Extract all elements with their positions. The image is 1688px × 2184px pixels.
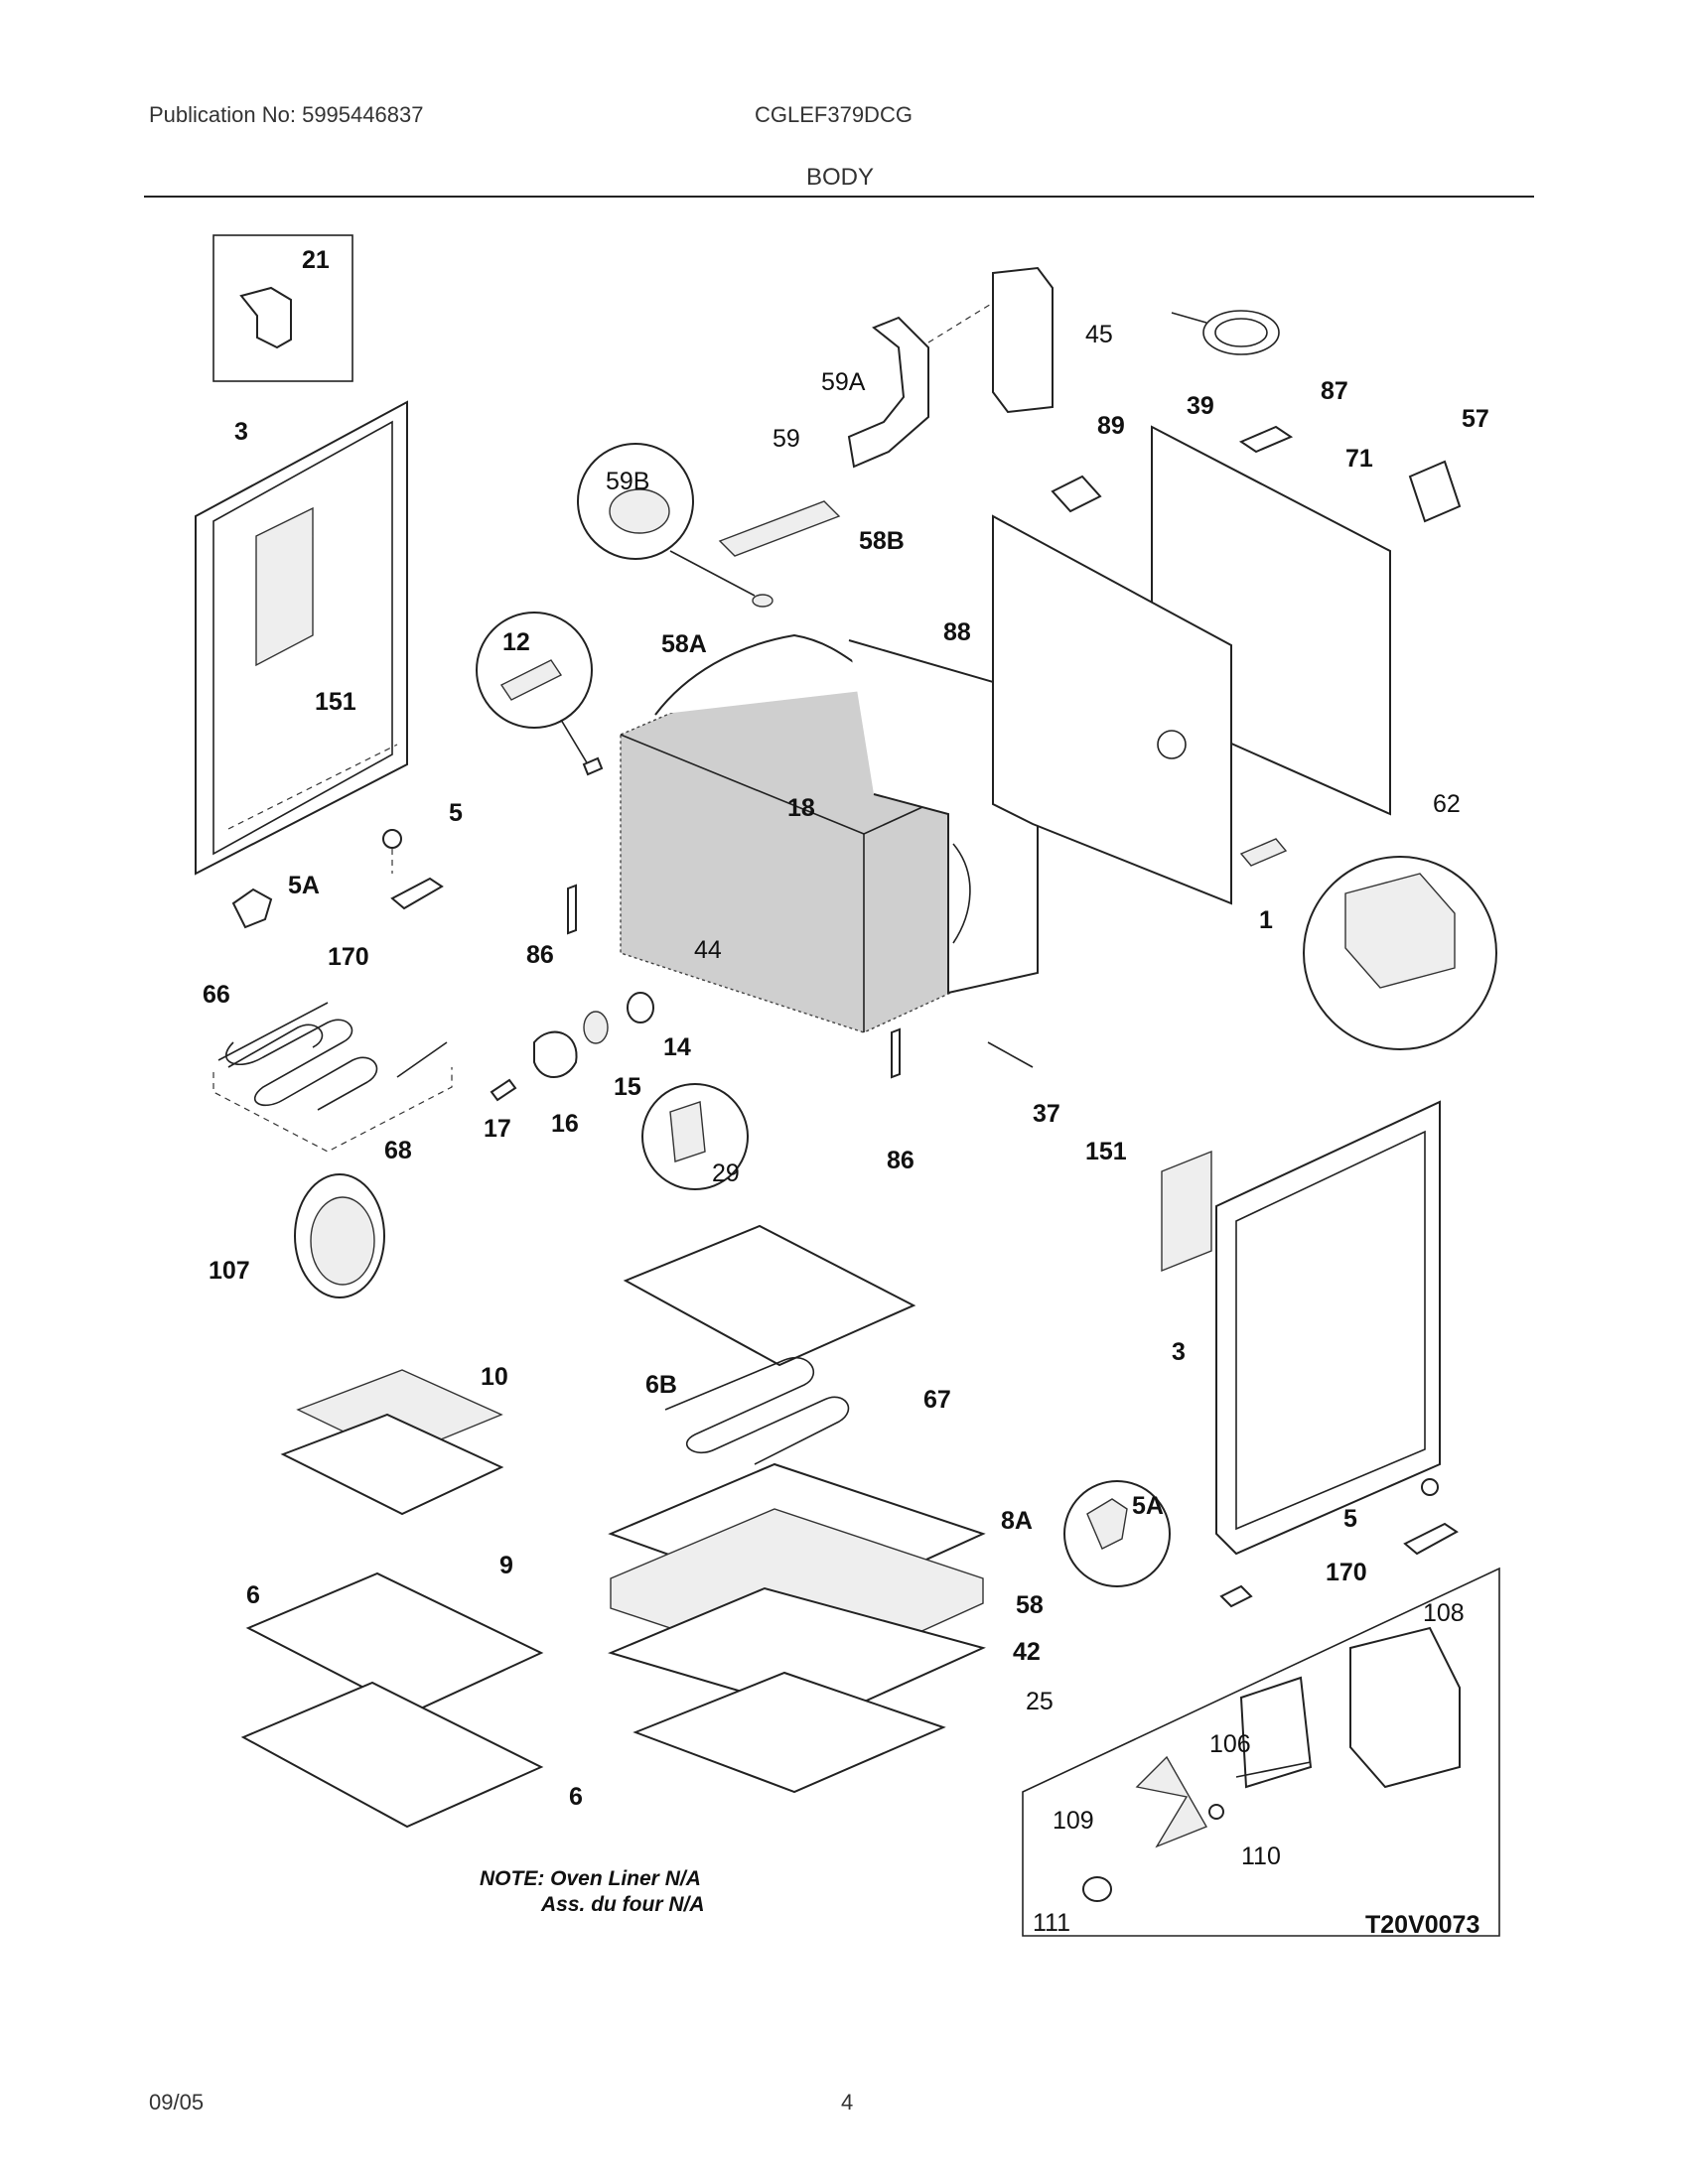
- model-number: CGLEF379DCG: [755, 102, 913, 127]
- fan-motor-inset: [1022, 1567, 1500, 1937]
- bake-element: [212, 1002, 453, 1153]
- callout-86-right: 86: [887, 1147, 914, 1174]
- callout-88: 88: [943, 618, 971, 646]
- note-line-1: NOTE: Oven Liner N/A: [480, 1867, 701, 1890]
- callout-170-left: 170: [328, 943, 369, 971]
- callout-111: 111: [1033, 1909, 1070, 1937]
- callout-151-left: 151: [315, 688, 356, 716]
- oven-racks: [240, 1224, 916, 1829]
- diagram-code: T20V0073: [1365, 1911, 1479, 1939]
- callout-8A: 8A: [1001, 1507, 1033, 1535]
- part-12-inset: [476, 612, 604, 776]
- section-title: BODY: [806, 164, 875, 191]
- callout-62: 62: [1433, 790, 1461, 818]
- callout-5-right: 5: [1343, 1505, 1357, 1533]
- callout-58B: 58B: [859, 527, 905, 555]
- callout-3-left: 3: [234, 418, 248, 446]
- callout-59A: 59A: [821, 368, 866, 396]
- callout-6B: 6B: [645, 1371, 677, 1399]
- oven-cavity: [620, 633, 1039, 1033]
- callout-5A-right: 5A: [1132, 1492, 1164, 1520]
- callout-107: 107: [209, 1257, 250, 1285]
- callout-25: 25: [1026, 1688, 1054, 1715]
- callout-87: 87: [1321, 377, 1348, 405]
- callout-68: 68: [384, 1137, 412, 1164]
- callout-5A-left: 5A: [288, 872, 320, 899]
- convection-cover: [294, 1173, 385, 1298]
- callout-57: 57: [1462, 405, 1489, 433]
- footer-date: 09/05: [149, 2090, 205, 2115]
- callout-66: 66: [203, 981, 230, 1009]
- callout-3-right: 3: [1172, 1338, 1186, 1366]
- callout-37: 37: [1033, 1100, 1060, 1128]
- callout-44: 44: [694, 936, 722, 964]
- callout-15: 15: [614, 1073, 641, 1101]
- callout-39: 39: [1187, 392, 1214, 420]
- callout-58A: 58A: [661, 630, 707, 658]
- callout-71: 71: [1345, 445, 1373, 473]
- callout-59B: 59B: [606, 468, 649, 495]
- callout-17: 17: [484, 1115, 511, 1143]
- callout-12: 12: [502, 628, 530, 656]
- callout-59: 59: [773, 425, 800, 453]
- hinge-parts-right: [1063, 1478, 1459, 1608]
- callout-110: 110: [1241, 1843, 1281, 1870]
- broil-pan: [280, 1369, 504, 1516]
- callout-1: 1: [1259, 906, 1273, 934]
- callout-21: 21: [302, 246, 330, 274]
- callout-108: 108: [1423, 1599, 1465, 1627]
- callout-58: 58: [1016, 1591, 1044, 1619]
- callout-16: 16: [551, 1110, 579, 1138]
- back-panels: [992, 425, 1391, 905]
- callout-5-left: 5: [449, 799, 463, 827]
- note-line-2: Ass. du four N/A: [540, 1893, 705, 1916]
- callout-29: 29: [712, 1160, 740, 1187]
- callout-14: 14: [663, 1033, 691, 1061]
- callout-6-lower: 6: [569, 1783, 583, 1811]
- callout-89: 89: [1097, 412, 1125, 440]
- part-21-inset: [212, 234, 353, 382]
- callout-6-upper: 6: [246, 1581, 260, 1609]
- lamp-parts: [490, 992, 654, 1102]
- callout-10: 10: [481, 1363, 508, 1391]
- wiring-harness: [1171, 310, 1462, 523]
- part-59B-inset: [577, 443, 774, 608]
- callout-18: 18: [787, 794, 815, 822]
- part-62-inset: [1303, 856, 1497, 1050]
- footer-page-number: 4: [841, 2090, 854, 2115]
- part-29-inset: [641, 1083, 749, 1190]
- hinge-parts-left: [231, 829, 444, 929]
- callout-67: 67: [923, 1386, 951, 1414]
- callout-109: 109: [1053, 1807, 1094, 1835]
- oven-door-right: [1161, 1100, 1441, 1556]
- brackets: [567, 884, 1034, 1079]
- callout-9: 9: [499, 1552, 513, 1579]
- vent-ducts: [718, 266, 1054, 557]
- callout-42: 42: [1013, 1638, 1041, 1666]
- oven-door-left: [195, 400, 408, 876]
- callout-170-right: 170: [1326, 1559, 1367, 1586]
- callout-106: 106: [1209, 1730, 1251, 1758]
- lower-drawer-stack: [608, 1357, 986, 1794]
- publication-number: Publication No: 5995446837: [149, 102, 424, 127]
- callout-45: 45: [1085, 321, 1113, 348]
- callout-86-left: 86: [526, 941, 554, 969]
- header-rule: [144, 196, 1534, 198]
- callout-151-right: 151: [1085, 1138, 1127, 1165]
